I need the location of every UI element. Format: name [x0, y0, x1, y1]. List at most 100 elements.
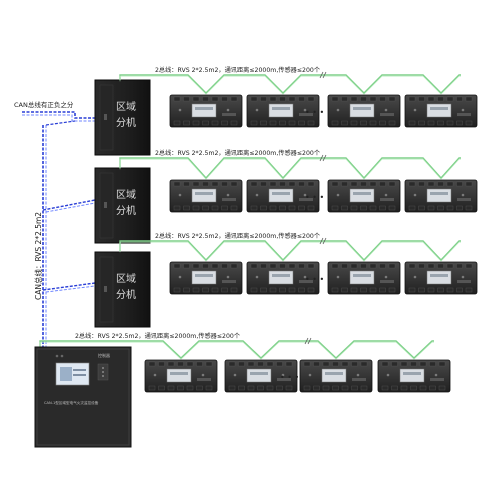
region-box-label-1: 区域 — [116, 100, 136, 113]
can-bus-branch-top — [22, 111, 95, 119]
sensor-module-display-line — [272, 274, 290, 277]
region-box-label-2: 分机 — [116, 116, 136, 129]
terminal-top — [167, 361, 175, 367]
terminal-top — [350, 181, 358, 187]
terminal-bottom — [446, 205, 454, 211]
terminal-bottom — [408, 205, 416, 211]
terminal-top — [418, 181, 425, 187]
terminal-top — [279, 263, 286, 269]
terminal-top — [429, 361, 436, 367]
terminal-bottom — [183, 120, 190, 126]
terminal-bottom — [230, 120, 238, 126]
can-bus-link-1 — [45, 120, 76, 126]
terminal-top — [192, 96, 200, 102]
sensor-module — [299, 359, 373, 393]
terminal-top — [427, 263, 435, 269]
terminal-top — [276, 361, 283, 367]
terminal-bottom — [322, 385, 330, 391]
sensor-module-led — [255, 193, 259, 197]
terminal-bottom — [410, 385, 417, 391]
terminal-top — [269, 181, 277, 187]
terminal-bottom — [260, 205, 267, 211]
sensor-module — [169, 179, 243, 213]
sensor-module-led — [413, 275, 417, 279]
terminal-bottom — [437, 287, 444, 293]
terminal-top — [186, 361, 194, 367]
can-bus-link-2b — [45, 202, 96, 213]
terminal-top — [173, 181, 181, 187]
terminal-top — [177, 361, 184, 367]
sensor-module-led — [153, 373, 157, 377]
sensor-module-led — [434, 373, 438, 377]
terminal-bottom — [456, 287, 463, 293]
terminal-top — [437, 96, 444, 102]
sensor-module-label-strip — [380, 113, 394, 116]
terminal-bottom — [408, 120, 416, 126]
terminal-bottom — [173, 205, 181, 211]
terminal-bottom — [408, 287, 416, 293]
sensor-module-led — [226, 108, 230, 112]
terminal-top — [250, 263, 258, 269]
terminal-bottom — [419, 385, 427, 391]
terminal-bottom — [192, 287, 200, 293]
terminal-bottom — [427, 120, 435, 126]
terminal-bottom — [186, 385, 194, 391]
sensor-module-led — [384, 108, 388, 112]
terminal-top — [250, 181, 258, 187]
sensor-module-led — [336, 275, 340, 279]
bus-ellipsis: • • • — [305, 108, 324, 117]
sensor-module — [327, 261, 401, 295]
terminal-bottom — [351, 385, 358, 391]
terminal-top — [446, 181, 454, 187]
terminal-top — [247, 361, 255, 367]
terminal-top — [266, 361, 274, 367]
terminal-top — [388, 181, 396, 187]
terminal-bottom — [211, 120, 219, 126]
sensor-module-display-line — [170, 372, 188, 375]
terminal-top — [183, 96, 190, 102]
bus-break-mark — [304, 337, 312, 345]
terminal-bottom — [285, 385, 293, 391]
terminal-top — [331, 181, 339, 187]
can-bus-lines — [22, 111, 96, 348]
terminal-top — [285, 361, 293, 367]
terminal-bottom — [418, 120, 425, 126]
terminal-top — [331, 96, 339, 102]
terminal-bottom — [456, 205, 463, 211]
terminal-top — [307, 96, 315, 102]
sensor-module — [246, 261, 320, 295]
terminal-bottom — [307, 205, 315, 211]
terminal-top — [322, 361, 330, 367]
terminal-top — [183, 181, 190, 187]
region-box-handle — [104, 114, 107, 120]
sensor-module-led — [386, 373, 390, 377]
terminal-bottom — [331, 205, 339, 211]
terminal-top — [250, 96, 258, 102]
terminal-bottom — [221, 120, 228, 126]
terminal-bottom — [269, 120, 277, 126]
can-bus-side-label: CAN总线：RVS 2*2.5m2 — [33, 212, 43, 300]
terminal-bottom — [269, 287, 277, 293]
host-controller-title: 控制器 — [98, 352, 110, 358]
terminal-top — [427, 96, 435, 102]
bus-row-3: 2总线：RVS 2*2.5m2，通讯距离≤2000m,传感器≤200个• • • — [119, 232, 478, 295]
bus-label: 2总线：RVS 2*2.5m2，通讯距离≤2000m,传感器≤200个 — [155, 66, 320, 74]
bus-line — [119, 74, 461, 94]
terminal-bottom — [341, 385, 349, 391]
sensor-module-display — [349, 188, 375, 203]
sensor-module-label-strip — [222, 280, 236, 283]
terminal-top — [465, 96, 473, 102]
terminal-bottom — [221, 287, 228, 293]
bus-ellipsis: • • • — [305, 275, 324, 284]
terminal-top — [351, 361, 358, 367]
terminal-top — [228, 361, 236, 367]
terminal-top — [391, 361, 398, 367]
terminal-top — [408, 96, 416, 102]
sensor-module-label-strip — [380, 198, 394, 201]
terminal-bottom — [279, 205, 286, 211]
sensor-module-led — [336, 108, 340, 112]
sensor-module-led — [461, 193, 465, 197]
terminal-top — [341, 361, 349, 367]
